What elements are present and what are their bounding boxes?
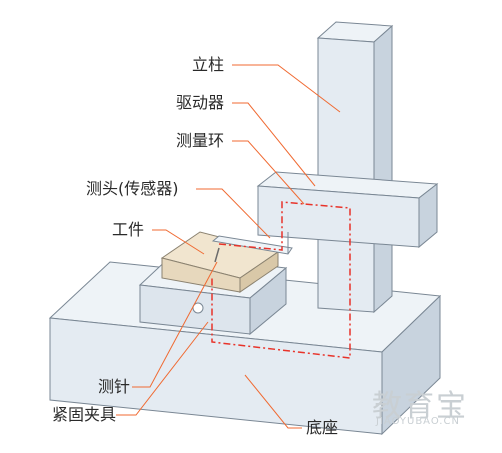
driver (256, 171, 439, 249)
leader-lines (116, 64, 341, 429)
label-probe-sensor: 测头(传感器) (86, 179, 179, 198)
column-side-face (373, 24, 393, 314)
label-stylus: 测针 (98, 377, 131, 396)
base-side-face (381, 294, 441, 436)
column-front-face (317, 37, 375, 313)
label-measuring-ring: 测量环 (176, 131, 225, 150)
leader-stylus (132, 261, 218, 388)
stylus (214, 247, 220, 263)
watermark-logo: 教育宝 (372, 389, 468, 424)
workpiece-side-face (239, 251, 279, 293)
probe-sensor (211, 232, 293, 255)
leader-probe-sensor (196, 188, 271, 239)
leader-base (244, 374, 302, 429)
leader-workpiece (152, 229, 205, 255)
column (316, 21, 394, 314)
leader-measuring-ring (232, 140, 305, 205)
measuring-ring (211, 201, 351, 359)
probe-arm (211, 235, 293, 255)
label-driver: 驱动器 (176, 93, 225, 112)
label-base: 底座 (306, 418, 339, 437)
watermark-url: JIAOYUBAO.CN (376, 416, 460, 427)
workpiece (160, 231, 280, 293)
label-column: 立柱 (192, 55, 225, 74)
label-workpiece: 工件 (112, 220, 145, 239)
leader-clamp (116, 321, 209, 416)
clamp-screw (192, 302, 204, 314)
leader-column (232, 64, 341, 113)
driver-side-face (418, 182, 438, 249)
clamp-side-face (249, 266, 287, 336)
label-clamp: 紧固夹具 (52, 405, 117, 424)
leader-driver (232, 102, 316, 187)
